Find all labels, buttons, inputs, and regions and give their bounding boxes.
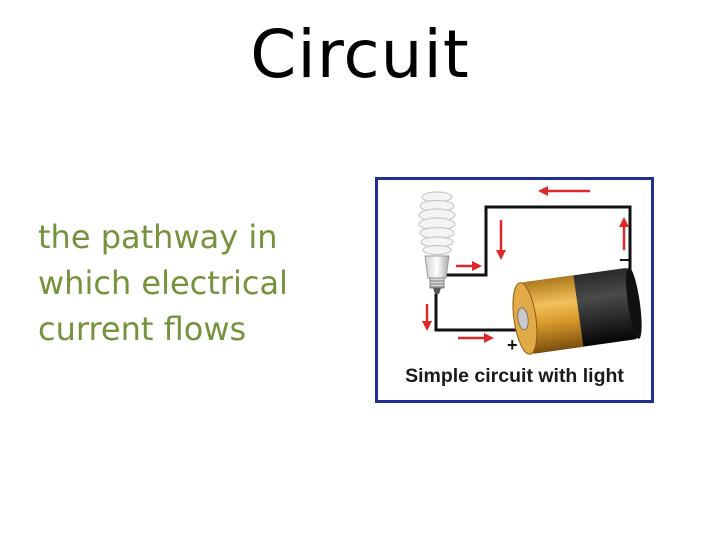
circuit-figure: + − Simple circuit with light	[375, 177, 654, 403]
battery-icon	[512, 267, 642, 355]
definition-text: the pathway in which electrical current …	[38, 214, 338, 352]
arrow-down-middle	[496, 220, 506, 260]
battery-plus-sign: +	[507, 335, 518, 355]
definition-line-3: current flows	[38, 310, 247, 348]
arrow-top-left	[538, 186, 590, 196]
arrow-icon	[422, 186, 629, 343]
light-bulb-icon	[418, 191, 456, 294]
wire	[434, 205, 632, 332]
arrow-down-left	[422, 304, 432, 331]
definition-line-1: the pathway in	[38, 218, 278, 256]
arrow-from-bulb	[456, 261, 482, 271]
slide-title: Circuit	[250, 16, 470, 93]
definition-line-2: which electrical	[38, 264, 288, 302]
battery-minus-sign: −	[619, 250, 630, 270]
figure-caption: Simple circuit with light	[405, 365, 624, 387]
arrow-bottom-right	[458, 333, 494, 343]
arrow-up-right	[619, 217, 629, 250]
circuit-diagram: + −	[418, 186, 642, 355]
